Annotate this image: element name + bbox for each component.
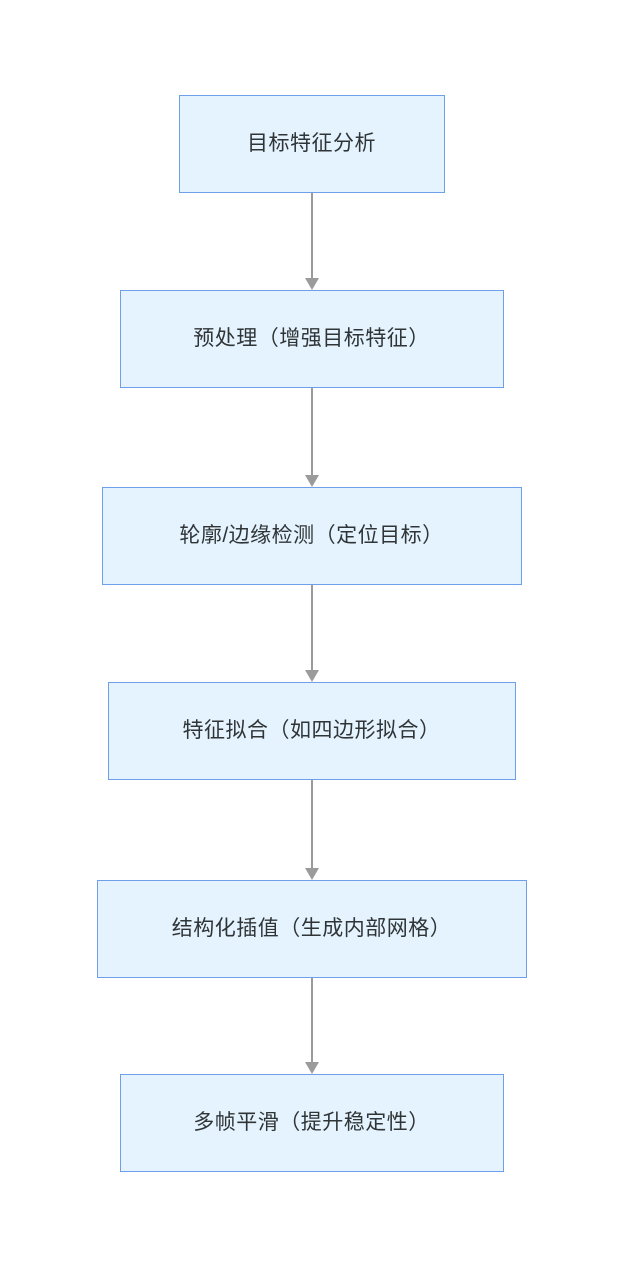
connector-stem [310,585,313,671]
arrowhead-down-icon [304,868,319,880]
flow-node-feature-fitting[interactable]: 特征拟合（如四边形拟合） [107,682,516,780]
flow-node-multiframe-smoothing[interactable]: 多帧平滑（提升稳定性） [119,1074,504,1172]
arrowhead-down-icon [304,670,319,682]
arrowhead-down-icon [304,475,319,487]
flow-node-label: 多帧平滑（提升稳定性） [193,1111,430,1135]
flow-node-label: 特征拟合（如四边形拟合） [182,719,441,743]
connector-stem [310,388,313,476]
flow-node-structured-interpolation[interactable]: 结构化插值（生成内部网格） [96,880,527,978]
flow-connector-1 [304,193,320,290]
flow-node-contour-edge-detection[interactable]: 轮廓/边缘检测（定位目标） [101,487,522,585]
flow-connector-3 [304,585,320,682]
flow-node-label: 预处理（增强目标特征） [193,327,430,351]
flow-node-label: 结构化插值（生成内部网格） [171,917,452,941]
flow-node-preprocessing[interactable]: 预处理（增强目标特征） [119,290,504,388]
arrowhead-down-icon [304,1062,319,1074]
connector-stem [310,780,313,869]
flow-connector-2 [304,388,320,487]
flow-connector-4 [304,780,320,880]
connector-stem [310,978,313,1063]
flow-node-label: 轮廓/边缘检测（定位目标） [179,524,444,548]
flow-node-label: 目标特征分析 [247,132,376,156]
connector-stem [310,193,313,279]
flow-connector-5 [304,978,320,1074]
flow-node-target-feature-analysis[interactable]: 目标特征分析 [178,95,445,193]
arrowhead-down-icon [304,278,319,290]
